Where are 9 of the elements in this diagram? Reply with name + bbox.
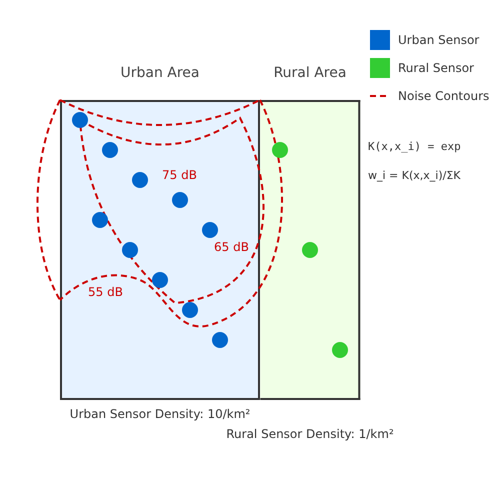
legend-label: Urban Sensor: [398, 32, 480, 48]
density-label: Urban Sensor Density: 10/km²: [70, 406, 250, 422]
area-heading: Rural Area: [274, 64, 346, 82]
density-label: Rural Sensor Density: 1/km²: [226, 426, 394, 442]
formula: K(x,x_i) = exp: [368, 139, 461, 154]
legend-label: Noise Contours: [398, 88, 490, 104]
area-heading: Urban Area: [120, 64, 200, 82]
formula: w_i = K(x,x_i)/ΣK: [368, 168, 461, 183]
legend-label: Rural Sensor: [398, 60, 474, 76]
